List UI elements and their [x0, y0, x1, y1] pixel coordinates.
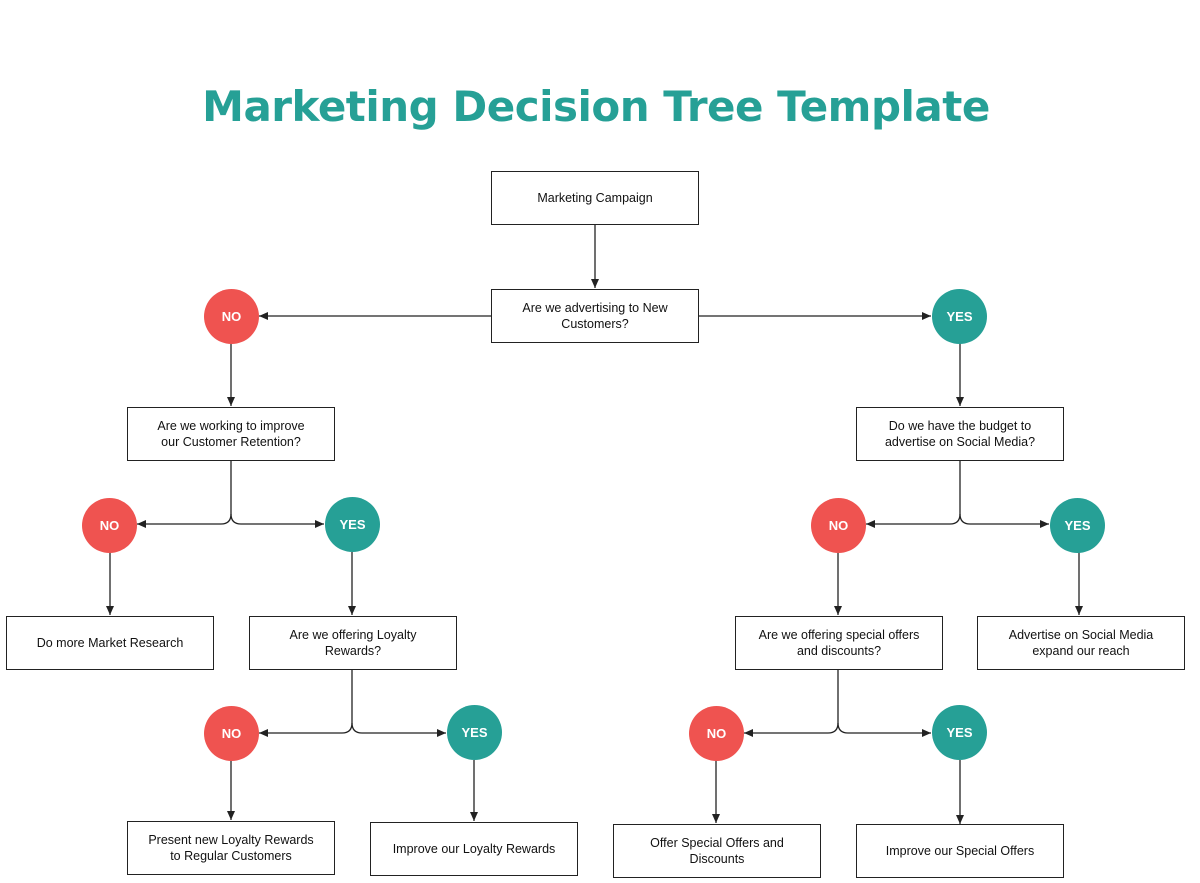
- node-present-loyalty: Present new Loyalty Rewards to Regular C…: [127, 821, 335, 875]
- node-improve-special: Improve our Special Offers: [856, 824, 1064, 878]
- edge-loyalty-yes: [351, 722, 446, 737]
- node-improve-loyalty: Improve our Loyalty Rewards: [370, 822, 578, 876]
- node-offer-special: Offer Special Offers and Discounts: [613, 824, 821, 878]
- yes-circle-retention: YES: [325, 497, 380, 552]
- no-circle-top: NO: [204, 289, 259, 344]
- edge-budget-yes: [959, 513, 1049, 528]
- node-question-new-customers: Are we advertising to New Customers?: [491, 289, 699, 343]
- no-circle-loyalty: NO: [204, 706, 259, 761]
- edge-retention-yes: [230, 513, 324, 528]
- no-circle-budget: NO: [811, 498, 866, 553]
- edge-loyalty-no: [259, 670, 353, 737]
- node-market-research: Do more Market Research: [6, 616, 214, 670]
- node-marketing-campaign: Marketing Campaign: [491, 171, 699, 225]
- node-question-retention: Are we working to improve our Customer R…: [127, 407, 335, 461]
- edge-retention-no: [137, 461, 232, 528]
- no-circle-retention: NO: [82, 498, 137, 553]
- node-question-special-offers: Are we offering special offers and disco…: [735, 616, 943, 670]
- edge-special-no: [744, 670, 839, 737]
- no-circle-special: NO: [689, 706, 744, 761]
- yes-circle-budget: YES: [1050, 498, 1105, 553]
- yes-circle-top: YES: [932, 289, 987, 344]
- yes-circle-special: YES: [932, 705, 987, 760]
- yes-circle-loyalty: YES: [447, 705, 502, 760]
- node-advertise-social: Advertise on Social Media expand our rea…: [977, 616, 1185, 670]
- edge-budget-no: [866, 461, 961, 528]
- node-question-loyalty: Are we offering Loyalty Rewards?: [249, 616, 457, 670]
- page-title: Marketing Decision Tree Template: [202, 82, 990, 131]
- node-question-budget: Do we have the budget to advertise on So…: [856, 407, 1064, 461]
- edge-special-yes: [837, 722, 931, 737]
